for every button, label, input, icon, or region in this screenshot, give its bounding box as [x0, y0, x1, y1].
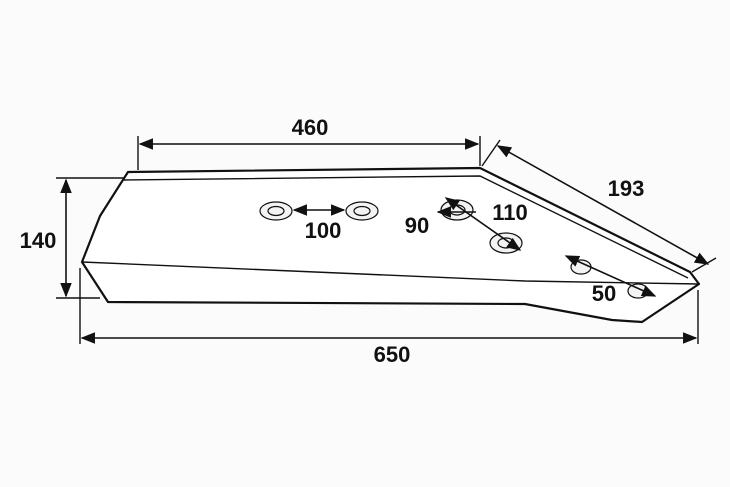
- label-hole-spacing-100: 100: [305, 218, 342, 243]
- label-hole-spacing-50: 50: [592, 281, 616, 306]
- dim-slant-arrow: [496, 145, 710, 265]
- label-slant-length: 193: [608, 176, 645, 201]
- label-hole-spacing-90: 90: [405, 213, 429, 238]
- bolt-hole-4: [489, 232, 523, 254]
- label-hole-spacing-110: 110: [492, 200, 528, 225]
- dim-slant-ext-bottom: [691, 257, 717, 273]
- bolt-hole-3: [440, 199, 474, 221]
- bolt-hole-2: [345, 201, 379, 221]
- label-total-length: 650: [374, 342, 411, 367]
- bolt-hole-1: [259, 201, 293, 221]
- dim-slant-ext-top: [481, 139, 501, 167]
- label-top-length: 460: [292, 115, 329, 140]
- label-height: 140: [20, 228, 57, 253]
